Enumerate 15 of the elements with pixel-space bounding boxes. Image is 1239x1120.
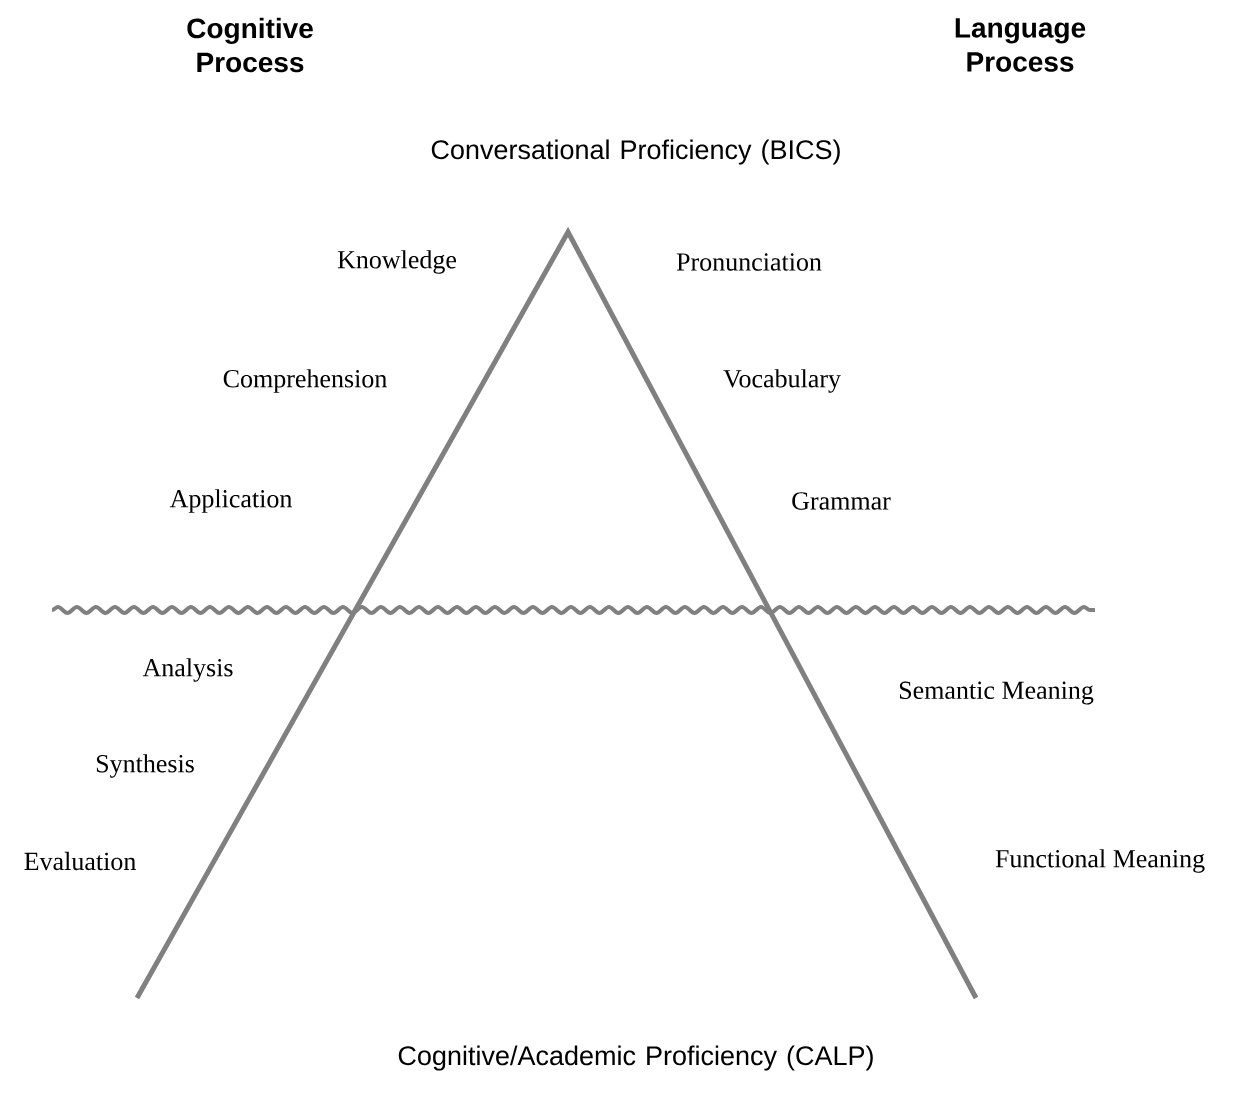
column-heading: Language Process — [955, 18, 1086, 72]
apex-label: Conversational Proficiency (BICS) — [431, 139, 840, 165]
level-label: Knowledge — [337, 250, 457, 274]
level-label: Semantic Meaning — [899, 681, 1094, 705]
level-label: Functional Meaning — [995, 849, 1205, 873]
base-label: Cognitive/Academic Proficiency (CALP) — [398, 1045, 873, 1071]
level-label: Pronunciation — [676, 253, 822, 271]
level-label: Vocabulary — [723, 369, 841, 393]
level-label: Evaluation — [24, 851, 136, 871]
level-label: Grammar — [792, 492, 891, 510]
column-heading: Cognitive Process — [187, 17, 313, 73]
level-label: Analysis — [142, 658, 233, 682]
level-label: Comprehension — [223, 369, 387, 393]
level-label: Application — [169, 489, 292, 513]
level-label: Synthesis — [96, 754, 194, 778]
